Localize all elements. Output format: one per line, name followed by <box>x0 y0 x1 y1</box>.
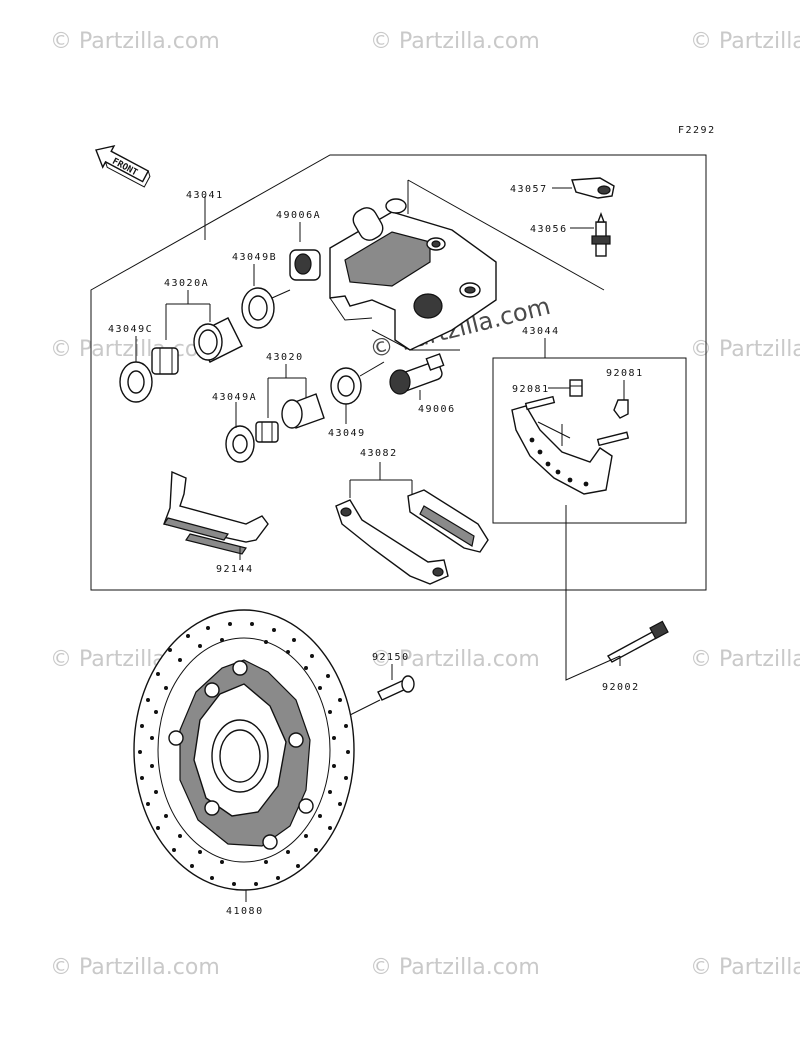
part-label: 43049 <box>328 428 366 439</box>
seal-43049a <box>225 402 255 463</box>
part-label: 43049A <box>212 392 257 403</box>
part-label: 92150 <box>372 652 410 663</box>
pad-clip-left <box>548 379 583 397</box>
part-label: 43082 <box>360 448 398 459</box>
piston-43020a <box>165 290 243 363</box>
part-label: 43041 <box>186 190 224 201</box>
bleeder-valve <box>570 212 611 257</box>
part-label: 43056 <box>530 224 568 235</box>
watermark: © Partzilla.com <box>690 955 800 980</box>
pad-clip-right <box>613 380 629 419</box>
caliper-body <box>329 179 605 351</box>
caliper-assembly-outline <box>90 154 707 591</box>
watermark: © Partzilla.com <box>370 955 540 980</box>
part-label: 92144 <box>216 564 254 575</box>
watermark: © Partzilla.com <box>690 337 800 362</box>
watermark: © Partzilla.com <box>50 29 220 54</box>
part-label: 43020 <box>266 352 304 363</box>
bleeder-cap <box>552 177 615 199</box>
part-label: 43049C <box>108 324 153 335</box>
watermark: © Partzilla.com <box>50 955 220 980</box>
part-label: 43049B <box>232 252 277 263</box>
part-label: 92002 <box>602 682 640 693</box>
disc-drill-holes <box>138 622 350 886</box>
watermark: © Partzilla.com <box>690 647 800 672</box>
part-label: 41080 <box>226 906 264 917</box>
part-label: 92081 <box>606 368 644 379</box>
pad-spring-plate <box>163 470 269 560</box>
brake-pads <box>335 462 489 585</box>
pad-spring-box <box>492 357 687 524</box>
watermark: © Partzilla.com <box>370 29 540 54</box>
part-label: 49006A <box>276 210 321 221</box>
piston-43020 <box>255 364 325 443</box>
watermark: © Partzilla.com <box>50 337 220 362</box>
insulator-pair-left <box>119 336 179 403</box>
part-label: 49006 <box>418 404 456 415</box>
pad-spring <box>511 395 630 495</box>
figure-code: F2292 <box>678 125 716 136</box>
part-label: 43057 <box>510 184 548 195</box>
watermark: © Partzilla.com <box>370 647 540 672</box>
disc-screw <box>339 664 415 721</box>
front-arrow-icon: FRONT <box>95 144 151 188</box>
part-label: 92081 <box>512 384 550 395</box>
part-label: 43020A <box>164 278 209 289</box>
seal-43049 <box>330 361 385 424</box>
seal-49006a <box>289 222 321 281</box>
part-labels: 43041 43057 43056 49006A 43049B 43020A 4… <box>108 184 644 917</box>
brake-disc <box>133 609 355 902</box>
slide-pin-49006 <box>371 329 460 400</box>
caliper-bolt <box>565 505 669 681</box>
piston-seal-43049b <box>241 264 291 329</box>
watermark: © Partzilla.com <box>690 29 800 54</box>
part-label: 43044 <box>522 326 560 337</box>
